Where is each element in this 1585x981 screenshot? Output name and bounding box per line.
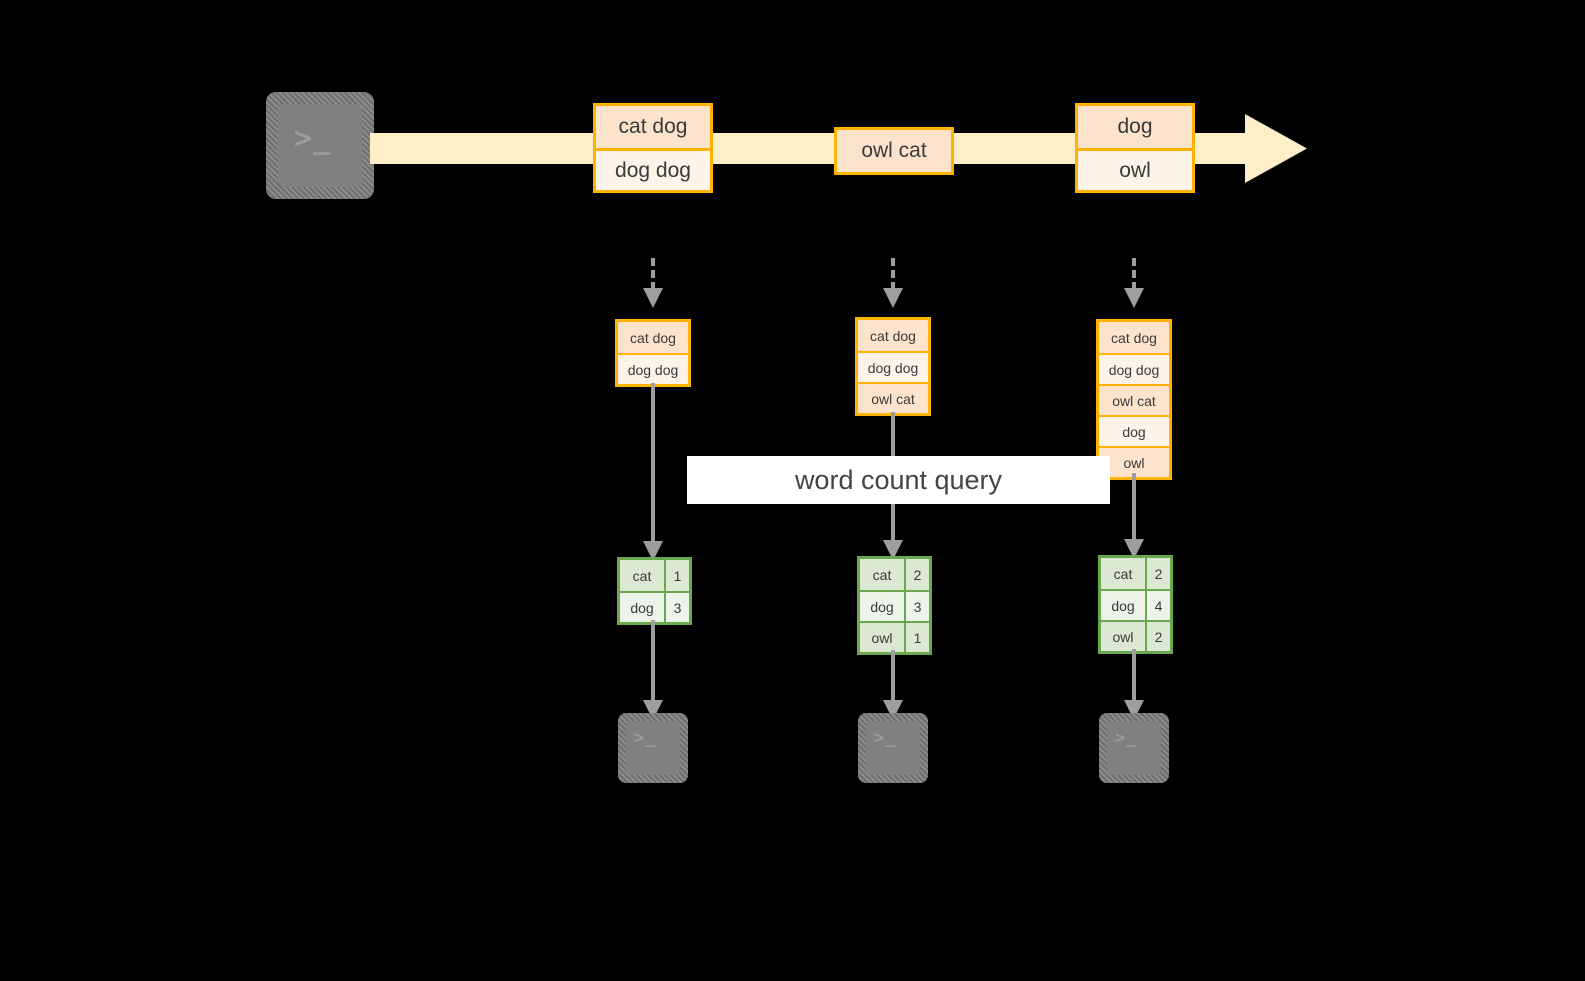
sink-terminal-icon: >_ [1099, 713, 1169, 783]
log-snapshot-box: cat dog dog dog owl cat [855, 317, 931, 416]
terminal-screen [1107, 721, 1161, 775]
stream-event-row: owl cat [837, 130, 951, 172]
result-count-cell: 4 [1145, 591, 1170, 620]
result-word-cell: dog [860, 592, 904, 621]
result-word-cell: owl [860, 623, 904, 652]
result-row: cat 1 [620, 560, 689, 591]
result-word-cell: owl [1101, 622, 1145, 651]
result-word-cell: cat [1101, 558, 1145, 589]
stream-to-log-connector [651, 258, 655, 290]
stream-to-log-connector [1132, 258, 1136, 290]
stream-event-box: cat dog dog dog [593, 103, 713, 193]
sink-terminal-icon: >_ [858, 713, 928, 783]
sink-terminal-icon: >_ [618, 713, 688, 783]
stream-to-log-arrowhead-icon [1124, 288, 1144, 308]
stream-event-row: dog [1078, 106, 1192, 148]
log-to-result-connector [1132, 473, 1136, 542]
log-snapshot-row: dog dog [618, 353, 688, 384]
result-word-cell: cat [620, 560, 664, 591]
log-snapshot-row: dog dog [1099, 353, 1169, 384]
result-to-sink-connector [891, 650, 895, 704]
query-banner-label: word count query [687, 456, 1110, 504]
result-count-cell: 2 [1145, 558, 1170, 589]
log-snapshot-row: owl [1099, 446, 1169, 477]
result-table: cat 2 dog 3 owl 1 [857, 556, 932, 655]
result-count-cell: 2 [904, 559, 929, 590]
log-to-result-connector [651, 383, 655, 543]
result-row: dog 4 [1101, 589, 1170, 620]
stream-event-box: dog owl [1075, 103, 1195, 193]
result-count-cell: 1 [904, 623, 929, 652]
result-word-cell: dog [620, 593, 664, 622]
stream-to-log-connector [891, 258, 895, 290]
stream-to-log-arrowhead-icon [643, 288, 663, 308]
log-snapshot-row: cat dog [858, 320, 928, 351]
stream-timeline-arrowhead-icon [1245, 114, 1307, 183]
log-snapshot-row: owl cat [1099, 384, 1169, 415]
terminal-screen [626, 721, 680, 775]
result-row: owl 1 [860, 621, 929, 652]
stream-event-row: cat dog [596, 106, 710, 148]
terminal-prompt-glyph: >_ [634, 728, 657, 748]
result-count-cell: 3 [664, 593, 689, 622]
result-row: dog 3 [860, 590, 929, 621]
result-count-cell: 2 [1145, 622, 1170, 651]
result-row: dog 3 [620, 591, 689, 622]
log-snapshot-box: cat dog dog dog [615, 319, 691, 387]
stream-event-row: dog dog [596, 148, 710, 190]
log-snapshot-row: cat dog [618, 322, 688, 353]
result-row: owl 2 [1101, 620, 1170, 651]
terminal-screen [278, 104, 362, 187]
result-row: cat 2 [1101, 558, 1170, 589]
result-table: cat 2 dog 4 owl 2 [1098, 555, 1173, 654]
result-count-cell: 1 [664, 560, 689, 591]
result-count-cell: 3 [904, 592, 929, 621]
log-snapshot-row: dog [1099, 415, 1169, 446]
result-word-cell: cat [860, 559, 904, 590]
result-to-sink-connector [1132, 649, 1136, 704]
terminal-prompt-glyph: >_ [874, 728, 897, 748]
result-row: cat 2 [860, 559, 929, 590]
stream-event-box: owl cat [834, 127, 954, 175]
result-table: cat 1 dog 3 [617, 557, 692, 625]
log-snapshot-row: owl cat [858, 382, 928, 413]
terminal-screen [866, 721, 920, 775]
stream-event-row: owl [1078, 148, 1192, 190]
result-word-cell: dog [1101, 591, 1145, 620]
result-to-sink-connector [651, 620, 655, 704]
source-terminal-icon: >_ [266, 92, 374, 199]
log-snapshot-row: dog dog [858, 351, 928, 382]
log-snapshot-row: cat dog [1099, 322, 1169, 353]
terminal-prompt-glyph: >_ [1115, 728, 1138, 748]
terminal-prompt-glyph: >_ [294, 121, 333, 156]
stream-to-log-arrowhead-icon [883, 288, 903, 308]
